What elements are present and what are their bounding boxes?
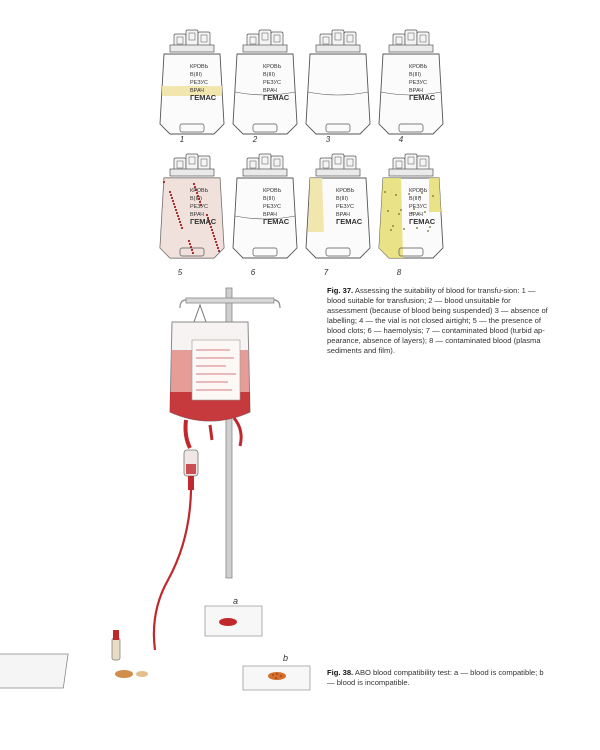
bag-number-2: 2 (252, 135, 258, 144)
svg-text:В(III): В(III) (409, 72, 421, 78)
svg-text:КРОВЬ: КРОВЬ (263, 64, 282, 70)
bag-number-8: 8 (396, 268, 402, 277)
slide-a-label: a (233, 596, 239, 606)
svg-text:ГЕМАС: ГЕМАС (409, 93, 436, 102)
svg-text:В(III): В(III) (190, 196, 202, 202)
svg-text:РЕЗУС: РЕЗУС (409, 204, 427, 210)
svg-text:ГЕМАС: ГЕМАС (336, 217, 363, 226)
svg-text:КРОВЬ: КРОВЬ (409, 188, 428, 194)
fig37-text: Assessing the suitability of blood for t… (327, 286, 548, 355)
svg-text:РЕЗУС: РЕЗУС (190, 80, 208, 86)
fig38-text: ABO blood compatibility test: a — blood … (327, 668, 544, 687)
svg-text:В(III): В(III) (409, 196, 421, 202)
bag-body (378, 53, 444, 135)
svg-text:РЕЗУС: РЕЗУС (263, 204, 281, 210)
svg-text:В(III): В(III) (336, 196, 348, 202)
svg-text:КРОВЬ: КРОВЬ (190, 188, 209, 194)
svg-text:ГЕМАС: ГЕМАС (190, 217, 217, 226)
bag-number-4: 4 (398, 135, 404, 144)
svg-text:ВРАЧ: ВРАЧ (263, 212, 277, 218)
svg-text:РЕЗУС: РЕЗУС (190, 204, 208, 210)
svg-text:В(III): В(III) (190, 72, 202, 78)
svg-text:РЕЗУС: РЕЗУС (409, 80, 427, 86)
svg-text:РЕЗУС: РЕЗУС (263, 80, 281, 86)
svg-text:КРОВЬ: КРОВЬ (409, 64, 428, 70)
fig37-caption: Fig. 37. Assessing the suitability of bl… (327, 286, 552, 356)
svg-text:В(III): В(III) (263, 196, 275, 202)
svg-text:В(III): В(III) (263, 72, 275, 78)
svg-text:ГЕМАС: ГЕМАС (263, 217, 290, 226)
svg-text:РЕЗУС: РЕЗУС (336, 204, 354, 210)
fig37-label: Fig. 37. (327, 286, 354, 295)
svg-text:ВРАЧ: ВРАЧ (190, 212, 204, 218)
bag-body (232, 53, 298, 135)
svg-text:КРОВЬ: КРОВЬ (190, 64, 209, 70)
fig38-label: Fig. 38. (327, 668, 354, 677)
blood-bag-3 (298, 28, 378, 143)
svg-text:ВРАЧ: ВРАЧ (190, 88, 204, 94)
svg-text:ГЕМАС: ГЕМАС (409, 217, 436, 226)
svg-text:ГЕМАС: ГЕМАС (190, 93, 217, 102)
bag-number-7: 7 (323, 268, 329, 277)
svg-text:ВРАЧ: ВРАЧ (263, 88, 277, 94)
slide-b-label: b (283, 653, 289, 663)
blood-bag-drawing (305, 29, 371, 135)
svg-text:ВРАЧ: ВРАЧ (409, 212, 423, 218)
svg-text:ГЕМАС: ГЕМАС (263, 93, 290, 102)
fig38-caption: Fig. 38. ABO blood compatibility test: a… (327, 668, 552, 688)
svg-text:КРОВЬ: КРОВЬ (336, 188, 355, 194)
bag-body (232, 177, 298, 259)
svg-text:ВРАЧ: ВРАЧ (336, 212, 350, 218)
svg-text:ВРАЧ: ВРАЧ (409, 88, 423, 94)
bag-number-6: 6 (250, 268, 256, 277)
bag-body (305, 53, 371, 135)
svg-text:КРОВЬ: КРОВЬ (263, 188, 282, 194)
bag-number-1: 1 (179, 135, 185, 144)
bag-number-5: 5 (177, 268, 183, 277)
bag-number-3: 3 (325, 135, 331, 144)
